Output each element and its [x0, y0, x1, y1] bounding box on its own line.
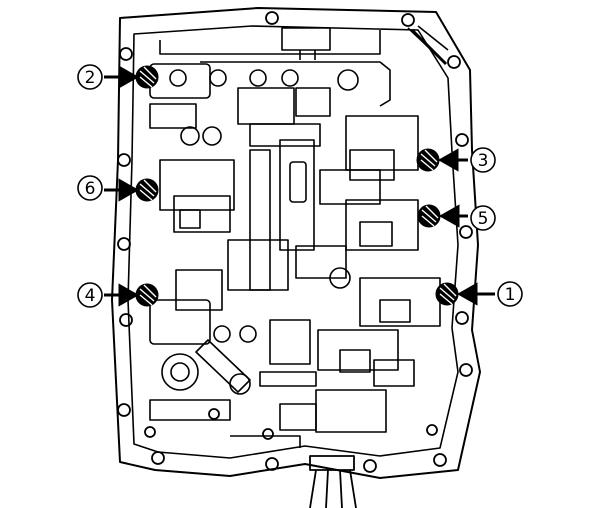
- top-connector: [159, 25, 449, 107]
- arrow-left-icon: [438, 204, 468, 228]
- callout-4: 4: [77, 282, 140, 308]
- valve-body: [111, 7, 481, 508]
- arrow-right-icon: [104, 65, 140, 89]
- callout-1: 1: [456, 281, 523, 307]
- callout-3: 3: [437, 147, 496, 173]
- callout-label-1: 1: [505, 285, 516, 305]
- callout-5: 5: [438, 204, 496, 231]
- arrow-right-icon: [104, 283, 140, 307]
- callout-label-5: 5: [478, 209, 489, 229]
- bottom-harness: [309, 455, 357, 508]
- upper-components: [149, 63, 419, 181]
- inner-wall: [127, 25, 459, 459]
- callout-label-2: 2: [85, 68, 96, 88]
- arrow-left-icon: [437, 148, 468, 172]
- callout-label-6: 6: [85, 179, 96, 199]
- callout-label-3: 3: [478, 151, 489, 171]
- middle-components: [159, 139, 441, 327]
- callout-6: 6: [77, 175, 140, 202]
- arrow-right-icon: [104, 178, 140, 202]
- arrow-left-icon: [456, 282, 495, 306]
- perimeter-bolt-holes: [117, 11, 473, 473]
- callout-2: 2: [77, 64, 140, 90]
- housing-outline: [111, 7, 481, 479]
- callout-label-4: 4: [85, 286, 96, 306]
- lower-components: [149, 299, 415, 448]
